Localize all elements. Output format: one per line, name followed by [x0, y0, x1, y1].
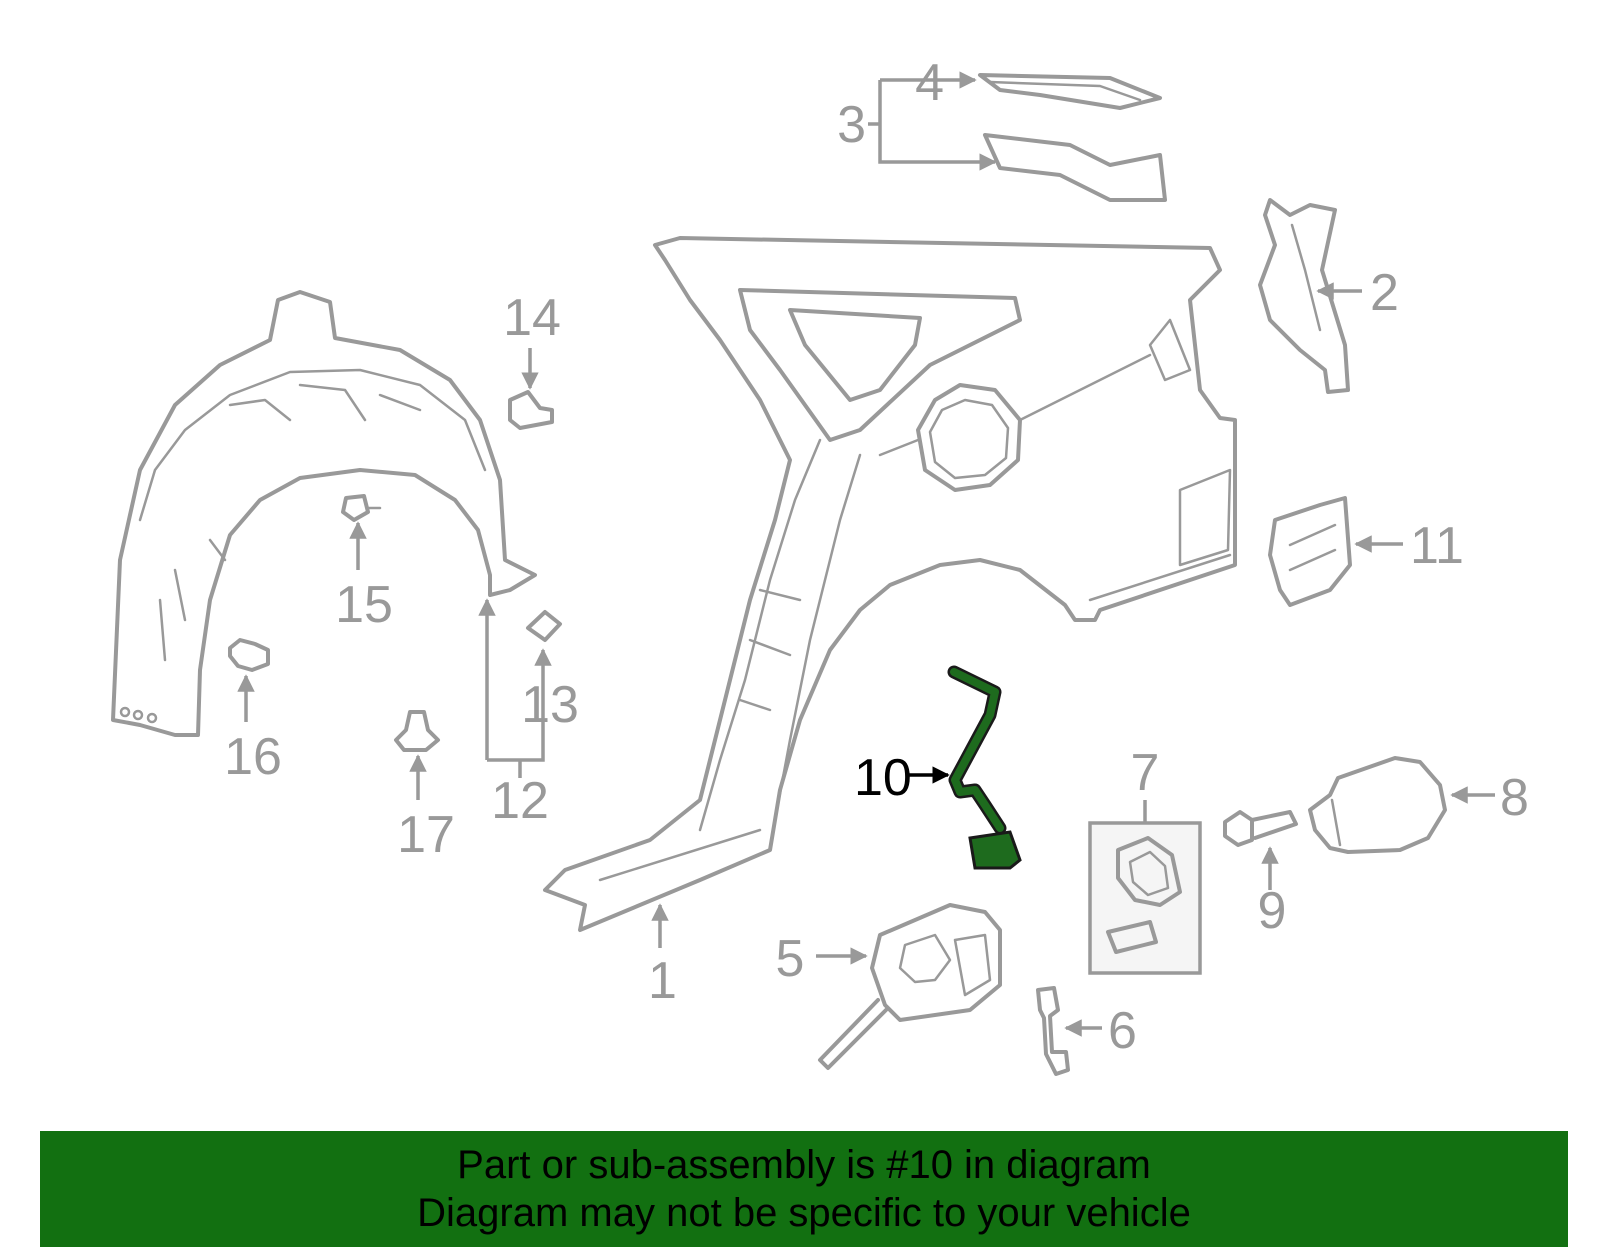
part-3-panel	[983, 133, 1167, 202]
part-8-fuel-cap	[1308, 756, 1447, 854]
callout-17: 17	[397, 806, 455, 864]
part-5-fuel-housing	[818, 903, 1002, 1070]
callout-2: 2	[1370, 264, 1399, 322]
callout-11: 11	[1410, 517, 1464, 575]
part-1-quarter-panel	[543, 236, 1237, 932]
part-12-wheelhouse-liner	[111, 290, 537, 737]
part-14-clip	[508, 390, 554, 430]
part-6-connector	[1036, 986, 1070, 1076]
part-10-highlighted-cable	[947, 665, 1022, 870]
callout-3: 3	[837, 96, 866, 154]
banner-line-2: Diagram may not be specific to your vehi…	[417, 1191, 1191, 1235]
callout-6: 6	[1108, 1002, 1137, 1060]
part-11-fuel-door	[1268, 496, 1352, 607]
callout-1: 1	[648, 952, 677, 1010]
callout-8: 8	[1500, 769, 1529, 827]
part-15-bolt	[341, 494, 382, 522]
callout-group-12-13	[478, 598, 552, 778]
part-16-bolt	[228, 638, 270, 672]
callout-13: 13	[521, 676, 579, 734]
callout-10: 10	[854, 749, 912, 807]
callout-7: 7	[1131, 744, 1160, 802]
callout-5: 5	[776, 930, 805, 988]
callout-9: 9	[1258, 882, 1287, 940]
banner-line-1: Part or sub-assembly is #10 in diagram	[457, 1143, 1151, 1187]
part-9-screw	[1223, 810, 1298, 847]
callout-14: 14	[503, 289, 561, 347]
callout-4: 4	[915, 54, 944, 112]
parts-diagram: 4 3 2 1 11	[111, 54, 1529, 1076]
callout-12: 12	[491, 772, 549, 830]
part-2-bracket	[1258, 198, 1350, 394]
part-13-clip	[526, 610, 562, 642]
part-7-actuator-kit	[1088, 821, 1202, 975]
callout-group-3-4	[868, 71, 997, 171]
part-4-reinforcement	[978, 73, 1162, 110]
part-17-clip	[394, 710, 440, 752]
callout-15: 15	[335, 576, 393, 634]
callout-16: 16	[224, 728, 282, 786]
info-banner: Part or sub-assembly is #10 in diagram D…	[40, 1131, 1568, 1247]
